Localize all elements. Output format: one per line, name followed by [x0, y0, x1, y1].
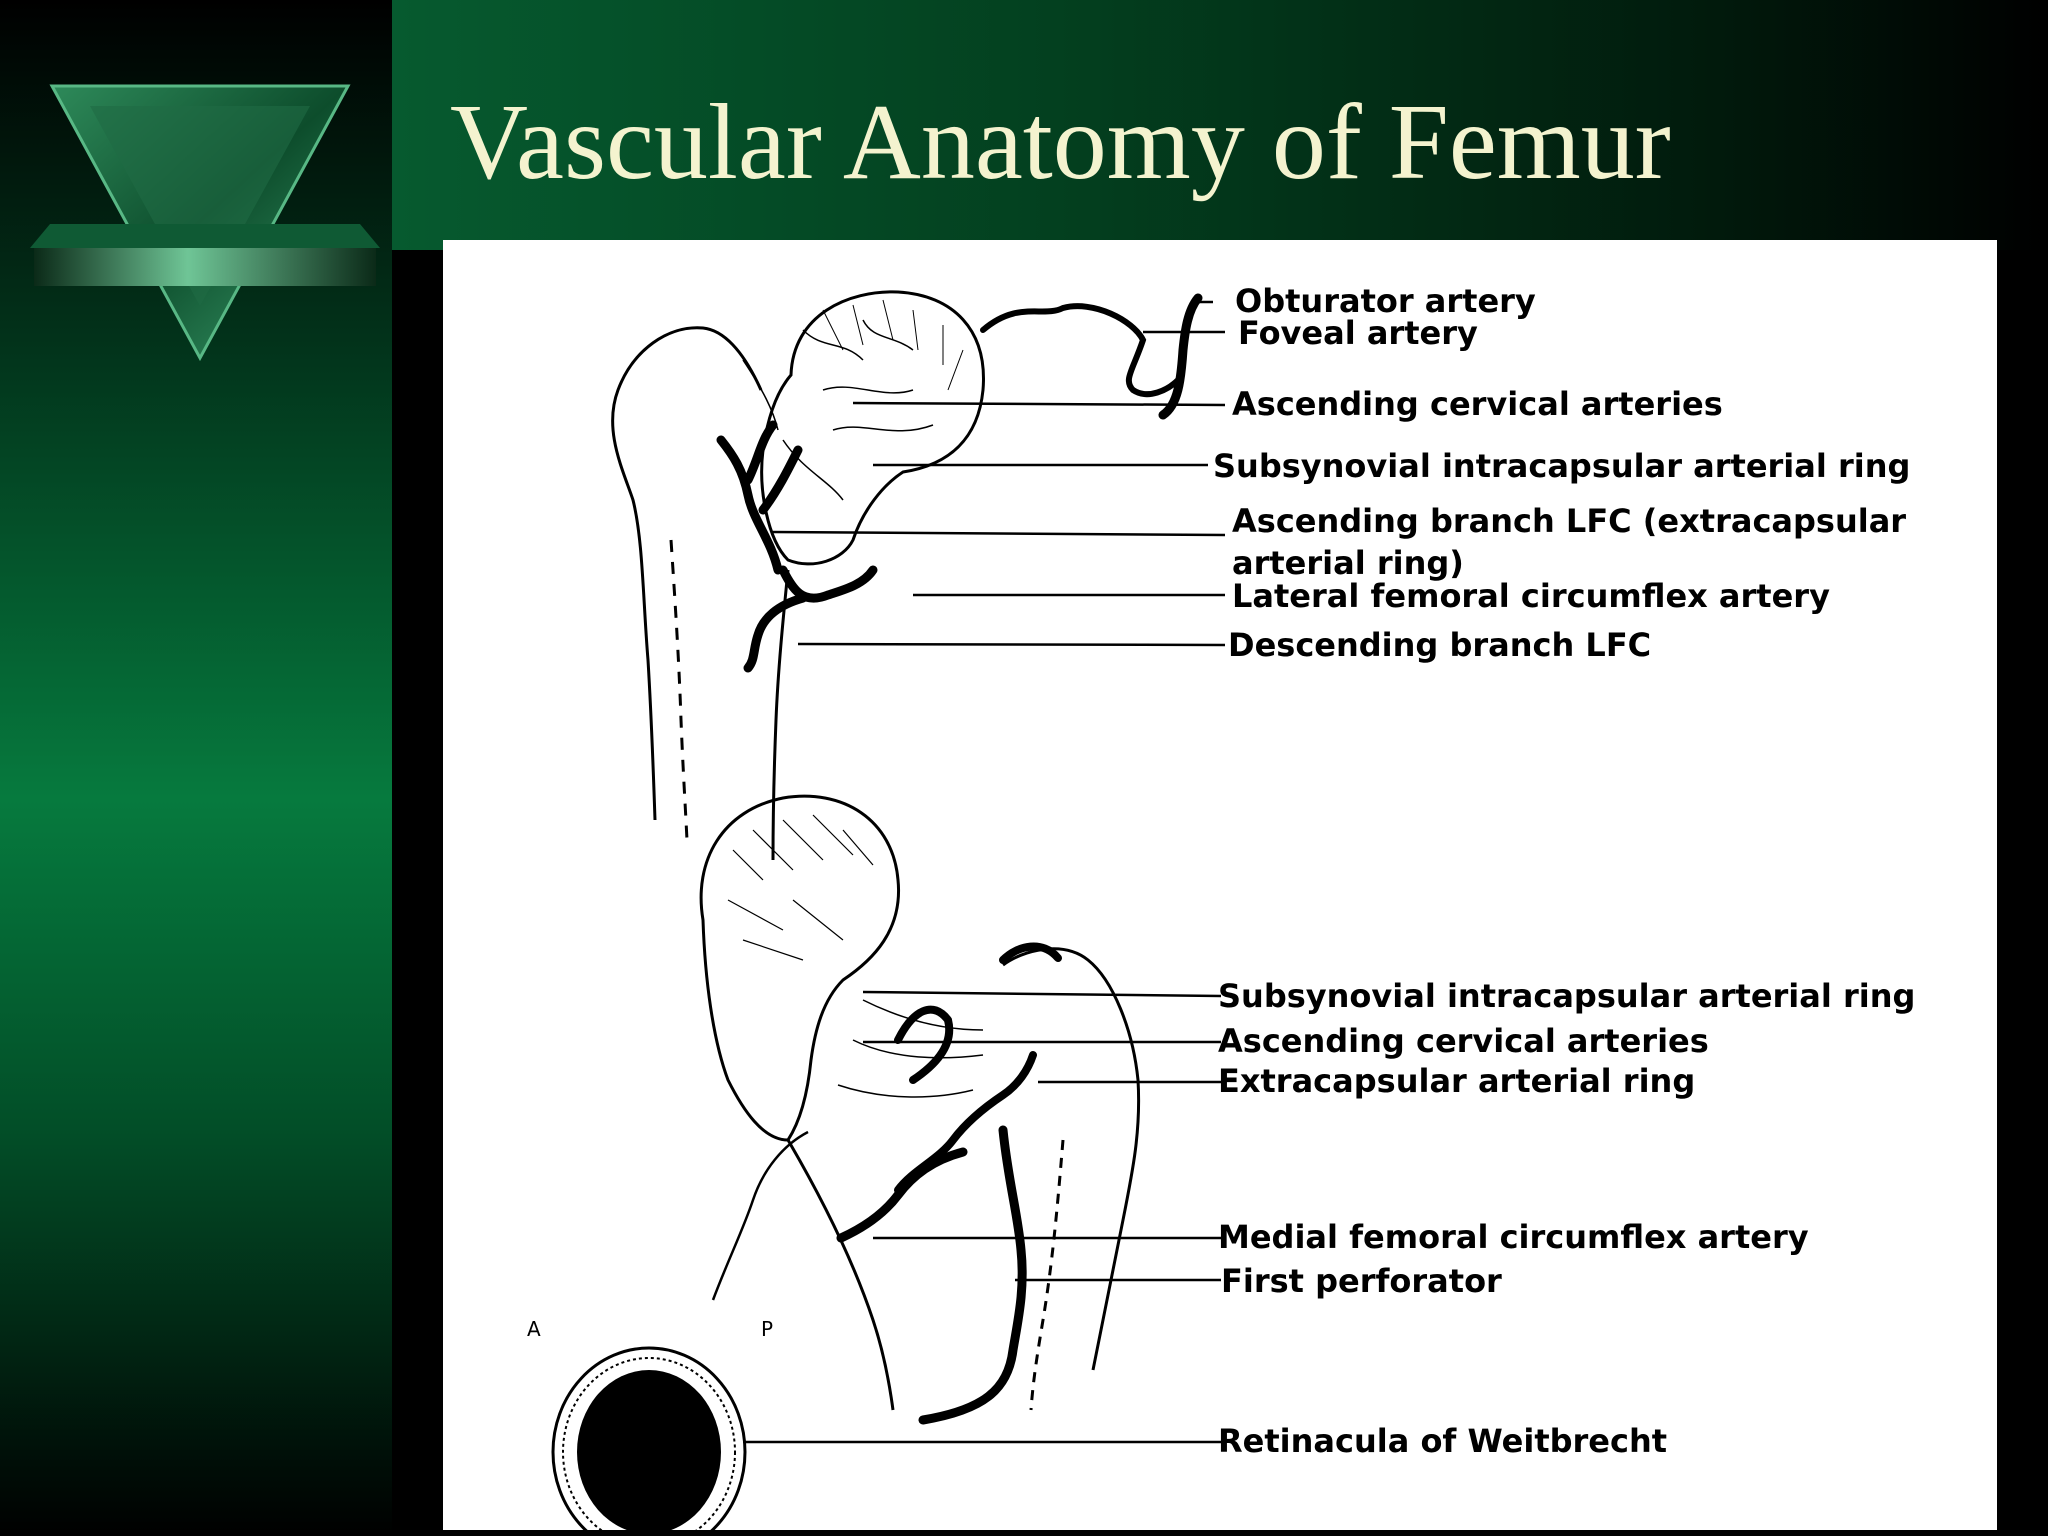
bottom-leader-lines — [743, 990, 1222, 1444]
cross-section: A P — [527, 1317, 773, 1530]
label-first-perforator: First perforator — [1221, 1262, 1502, 1300]
label-ascending-branch-lfc: Ascending branch LFC (extracapsular — [1232, 502, 1906, 540]
top-shaft-lateral — [669, 539, 689, 841]
bottom-neck-shading — [837, 999, 984, 1098]
obturator-artery-vessel — [1158, 293, 1203, 420]
label-ascending-cervical-arteries: Ascending cervical arteries — [1232, 385, 1723, 423]
label-retinacula-weitbrecht: Retinacula of Weitbrecht — [1218, 1422, 1667, 1460]
bottom-femur-drawing — [699, 794, 1141, 1411]
retinacula-connector — [711, 1130, 809, 1301]
label-lateral-femoral-circumflex: Lateral femoral circumflex artery — [1232, 577, 1830, 615]
slide-title: Vascular Anatomy of Femur — [450, 83, 1671, 202]
femur-vascular-diagram: Obturator artery Foveal artery Ascending… — [527, 282, 1915, 1530]
label-subsynovial-ring-bottom: Subsynovial intracapsular arterial ring — [1218, 977, 1915, 1015]
cross-section-marker-p: P — [761, 1317, 773, 1341]
bottom-label-list: Subsynovial intracapsular arterial ring … — [1218, 977, 1915, 1460]
top-greater-trochanter — [611, 326, 763, 821]
lateral-circumflex-vessel — [778, 565, 878, 603]
medial-circumflex-vessel — [836, 1147, 968, 1243]
subsynovial-ring-vessel — [894, 942, 1062, 1084]
first-perforator-vessel — [918, 1125, 1027, 1425]
top-leader-lines — [772, 300, 1226, 647]
bottom-greater-trochanter — [1002, 947, 1141, 1371]
marble-triangle-emblem — [30, 84, 380, 362]
label-ascending-cervical-bottom: Ascending cervical arteries — [1218, 1022, 1709, 1060]
title-band — [392, 0, 2048, 250]
label-foveal-artery: Foveal artery — [1238, 314, 1478, 352]
label-descending-branch-lfc: Descending branch LFC — [1228, 626, 1651, 664]
top-neck-shading — [742, 319, 934, 501]
bottom-head-texture — [727, 814, 874, 961]
ascending-branch-lfc-vessel — [716, 420, 803, 575]
bottom-arteries — [711, 942, 1062, 1425]
bottom-femoral-head — [699, 794, 901, 1142]
top-shaft-medial — [771, 569, 790, 861]
foveal-artery-vessel — [980, 303, 1181, 398]
top-label-list: Obturator artery Foveal artery Ascending… — [1213, 282, 1910, 664]
top-arteries — [716, 293, 1203, 673]
top-femoral-head — [760, 290, 985, 566]
descending-branch-lfc-vessel — [743, 593, 808, 673]
top-head-texture — [822, 299, 964, 391]
label-ascending-branch-lfc-continued: arterial ring) — [1232, 544, 1464, 582]
label-extracapsular-ring: Extracapsular arterial ring — [1218, 1062, 1695, 1100]
top-femur-drawing — [611, 290, 985, 861]
label-medial-femoral-circumflex: Medial femoral circumflex artery — [1218, 1218, 1809, 1256]
label-subsynovial-ring: Subsynovial intracapsular arterial ring — [1213, 447, 1910, 485]
cross-section-marker-a: A — [527, 1317, 541, 1341]
bottom-shaft-lateral — [1029, 1139, 1065, 1411]
label-obturator-artery: Obturator artery — [1235, 282, 1536, 320]
bottom-shaft-medial — [786, 1139, 895, 1411]
diagram-panel: Obturator artery Foveal artery Ascending… — [443, 240, 1997, 1530]
